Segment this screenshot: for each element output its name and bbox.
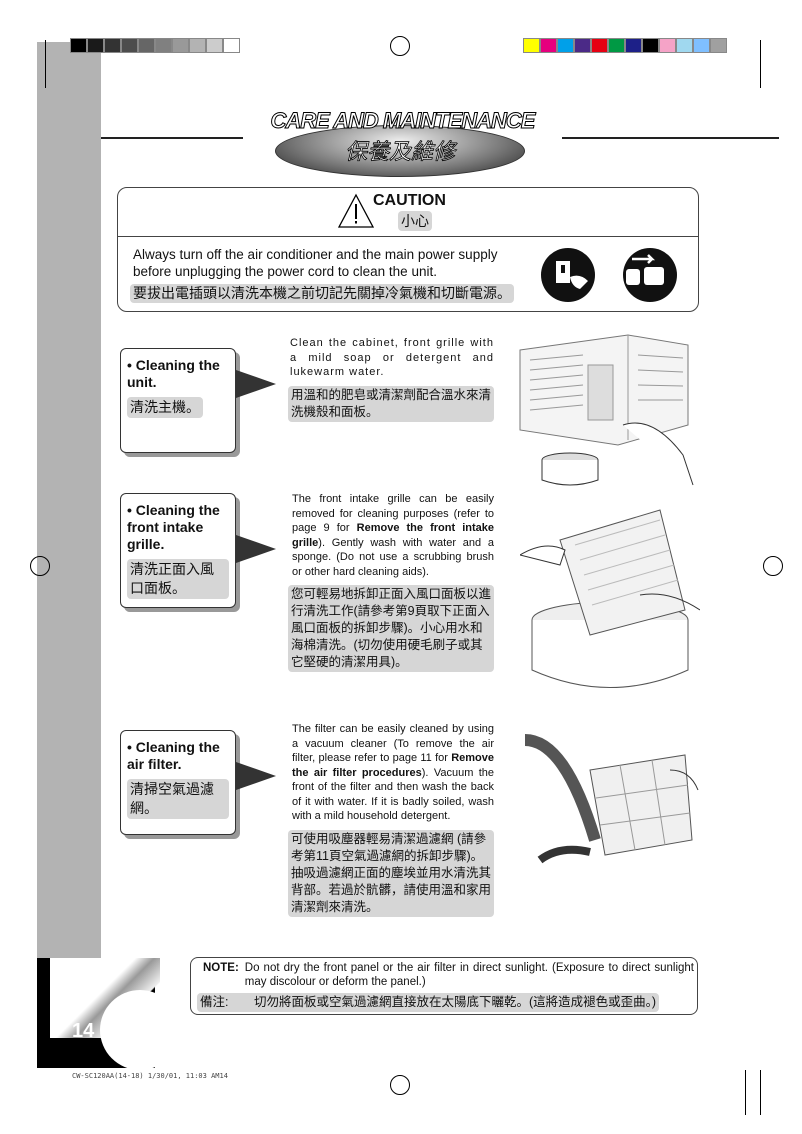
section-content: Clean the cabinet, front grille with a m… [288,336,494,422]
color-swatch [104,38,121,53]
crop-mark [760,40,761,88]
callout-pointer [236,535,276,563]
note-content: NOTE: Do not dry the front panel or the … [197,961,694,1012]
vacuum-filter-illustration [524,734,699,864]
crop-mark [760,1070,761,1115]
gray-calibration-bar [70,38,240,53]
color-swatch [206,38,223,53]
registration-mark-icon [390,1075,410,1095]
section-text: The filter can be easily cleaned by usin… [292,723,494,822]
caution-heading: CAUTION [373,192,446,209]
unplug-icons [541,248,677,302]
color-swatch [710,38,727,53]
callout-pointer [236,370,276,398]
crop-mark [745,1070,746,1115]
air-conditioner-illustration [519,334,694,486]
section-text: Clean the cabinet, front grille with a m… [290,337,494,378]
registration-mark-icon [390,36,410,56]
grille-washing-illustration [520,509,700,688]
color-swatch [87,38,104,53]
color-swatch [223,38,240,53]
section-heading-zh: 清洗正面入風口面板。 [127,559,229,599]
caution-box [117,187,699,312]
section-content: The front intake grille can be easily re… [288,492,494,672]
section-label-air-filter: • Cleaning the air filter. 清掃空氣過濾網。 [120,730,236,835]
color-swatch [608,38,625,53]
caution-heading-zh: 小心 [398,211,432,231]
title-oval-graphic [275,125,525,177]
color-calibration-bar [523,38,727,53]
note-text-zh: 備注:切勿將面板或空氣過濾網直接放在太陽底下曬乾。(這將造成褪色或歪曲。) [197,993,660,1012]
note-label: NOTE: [203,962,239,974]
caution-text: Always turn off the air conditioner and … [133,247,498,279]
note-text: Do not dry the front panel or the air fi… [244,962,694,988]
warning-triangle-icon [337,193,375,228]
page-curl-cutout [100,990,180,1070]
color-swatch [121,38,138,53]
title-rule [562,137,779,139]
color-swatch [659,38,676,53]
caution-content: Always turn off the air conditioner and … [130,246,530,303]
title-rule [101,137,243,139]
section-heading-zh: 清掃空氣過濾網。 [127,779,229,819]
color-swatch [557,38,574,53]
color-swatch [625,38,642,53]
registration-mark-icon [763,556,783,576]
caution-text-zh: 要拔出電插頭以清洗本機之前切記先關掉冷氣機和切斷電源。 [130,284,514,303]
color-swatch [591,38,608,53]
color-swatch [155,38,172,53]
note-box [190,957,698,1015]
section-label-cleaning-unit: • Cleaning the unit. 清洗主機。 [120,348,236,453]
color-swatch [676,38,693,53]
section-text-zh: 可使用吸塵器輕易清潔過濾網 (請參考第11頁空氣過濾網的拆卸步驟)。抽吸過濾網正… [288,829,494,917]
print-info: CW-SC120AA(14-18) 1/30/01, 11:03 AM14 [72,1072,228,1080]
color-swatch [574,38,591,53]
crop-mark [45,40,46,88]
page-number: 14 [72,1020,95,1042]
side-strip [37,42,101,960]
color-swatch [693,38,710,53]
color-swatch [172,38,189,53]
section-content: The filter can be easily cleaned by usin… [288,722,494,917]
section-text-zh: 您可輕易地拆卸正面入風口面板以進行清洗工作(請參考第9頁取下正面入風口面板的拆卸… [288,585,494,672]
registration-mark-icon [30,556,50,576]
color-swatch [138,38,155,53]
section-label-front-grille: • Cleaning the front intake grille. 清洗正面… [120,493,236,608]
divider [117,236,699,237]
section-heading-zh: 清洗主機。 [127,397,203,418]
section-text-zh: 用溫和的肥皂或清潔劑配合溫水來清洗機殼和面板。 [288,385,494,422]
callout-pointer [236,762,276,790]
section-heading: • Cleaning the air filter. [127,739,220,772]
page-title-zh: 保養及維修 [344,139,456,165]
color-swatch [70,38,87,53]
page-title: CARE AND MAINTENANCE [270,108,536,134]
color-swatch [523,38,540,53]
color-swatch [642,38,659,53]
section-heading: • Cleaning the unit. [127,357,220,390]
color-swatch [189,38,206,53]
color-swatch [540,38,557,53]
section-text: The front intake grille can be easily re… [292,493,494,578]
section-heading: • Cleaning the front intake grille. [127,502,220,552]
